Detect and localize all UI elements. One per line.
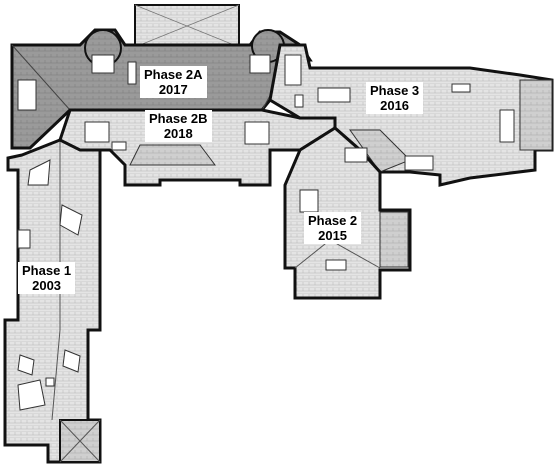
phase-2a-name: Phase 2A [144,67,203,82]
phase-3-label: Phase 3 2016 [366,82,424,114]
phase-2b-roof [58,108,337,187]
phase-2b-year: 2018 [163,126,193,141]
phase-2a-year: 2017 [158,82,188,97]
phase-2a-roof [10,4,313,150]
phase-1-roof [3,138,102,464]
phase-1-year: 2003 [32,278,62,293]
phase-2-year: 2015 [318,228,348,243]
phase-1-name: Phase 1 [22,263,72,278]
phase-3-roof [268,43,554,187]
phase-2-name: Phase 2 [308,213,358,228]
phase-2a-label: Phase 2A 2017 [140,66,207,98]
phase-1-label: Phase 1 2003 [18,262,76,294]
phase-3-year: 2016 [380,98,410,113]
phase-2b-name: Phase 2B [149,111,208,126]
phase-3-name: Phase 3 [370,83,420,98]
phase-2-label: Phase 2 2015 [304,212,362,244]
phase-2b-label: Phase 2B 2018 [145,110,212,142]
